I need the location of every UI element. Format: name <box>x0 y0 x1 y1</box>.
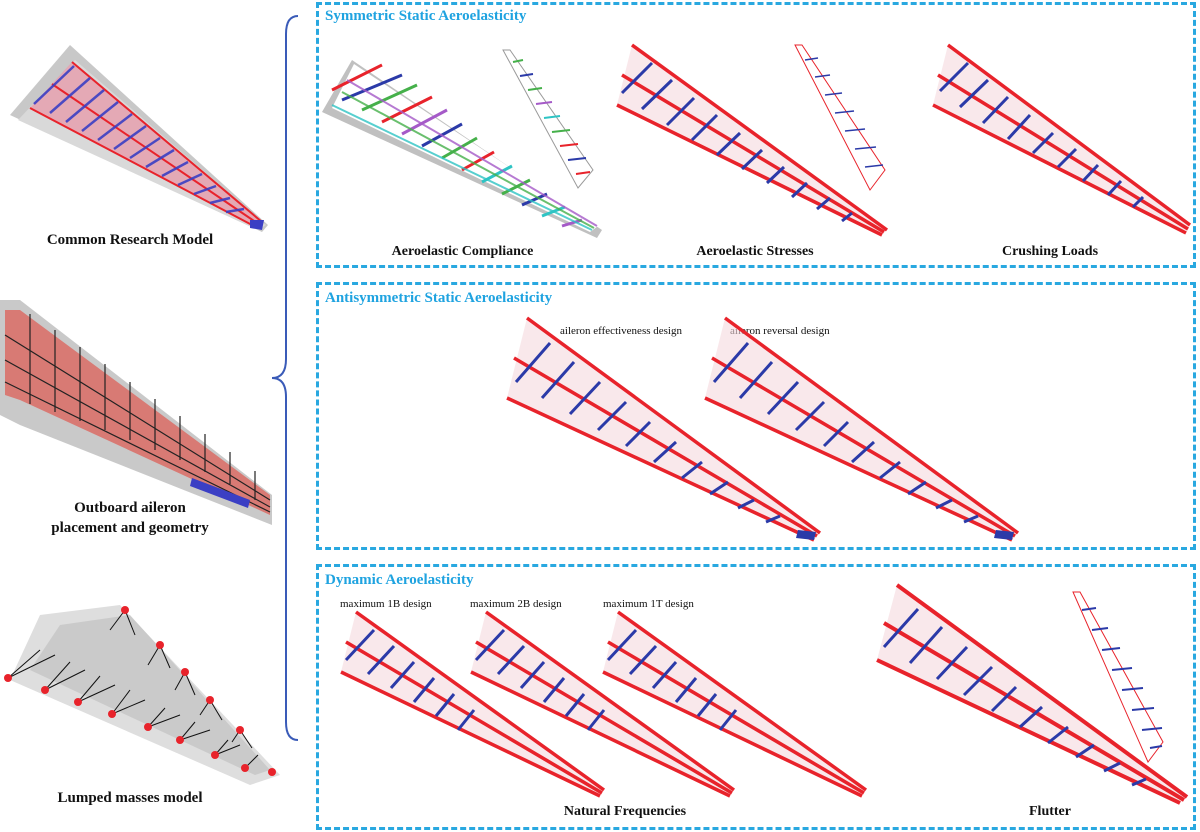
stresses-wing-side <box>794 44 886 191</box>
compliance-wing-side <box>502 49 594 189</box>
grouping-brace <box>271 15 299 741</box>
aileron-effectiveness-wing <box>506 316 822 542</box>
aileron-wing-illustration <box>0 300 272 525</box>
caption-crushing-loads: Crushing Loads <box>1001 244 1099 259</box>
symmetric-panel <box>316 2 1196 268</box>
wing-2b <box>470 610 736 798</box>
lumped-label: Lumped masses model <box>57 790 203 806</box>
caption-flutter: Flutter <box>1029 804 1071 819</box>
caption-natural-frequencies: Natural Frequencies <box>563 804 687 819</box>
wing-1b <box>340 610 606 798</box>
aileron-label-line1: Outboard aileron <box>74 500 186 516</box>
flutter-wing <box>876 583 1189 805</box>
design-label-aileron-reversal: aileron reversal design <box>730 325 830 337</box>
design-label-1t: maximum 1T design <box>603 598 694 610</box>
caption-aeroelastic-stresses: Aeroelastic Stresses <box>696 244 814 259</box>
aileron-label-line2: placement and geometry <box>51 520 209 536</box>
aileron-reversal-wing <box>704 316 1020 542</box>
compliance-wing <box>322 60 602 238</box>
design-label-2b: maximum 2B design <box>470 598 562 610</box>
antisymmetric-panel <box>316 282 1196 550</box>
flutter-wing-side <box>1072 591 1164 763</box>
symmetric-title: Symmetric Static Aeroelasticity <box>325 8 527 24</box>
crm-label: Common Research Model <box>46 232 214 248</box>
caption-aeroelastic-compliance: Aeroelastic Compliance <box>391 244 534 259</box>
antisymmetric-title: Antisymmetric Static Aeroelasticity <box>325 290 553 306</box>
dynamic-panel <box>316 564 1196 830</box>
design-label-aileron-effectiveness: aileron effectiveness design <box>560 325 682 337</box>
lumped-masses-illustration <box>4 605 280 785</box>
dynamic-title: Dynamic Aeroelasticity <box>325 572 474 588</box>
design-label-1b: maximum 1B design <box>340 598 432 610</box>
wing-1t <box>602 610 868 798</box>
crushing-wing <box>932 43 1192 235</box>
stresses-wing <box>616 43 889 237</box>
crm-wing-illustration <box>10 45 268 232</box>
